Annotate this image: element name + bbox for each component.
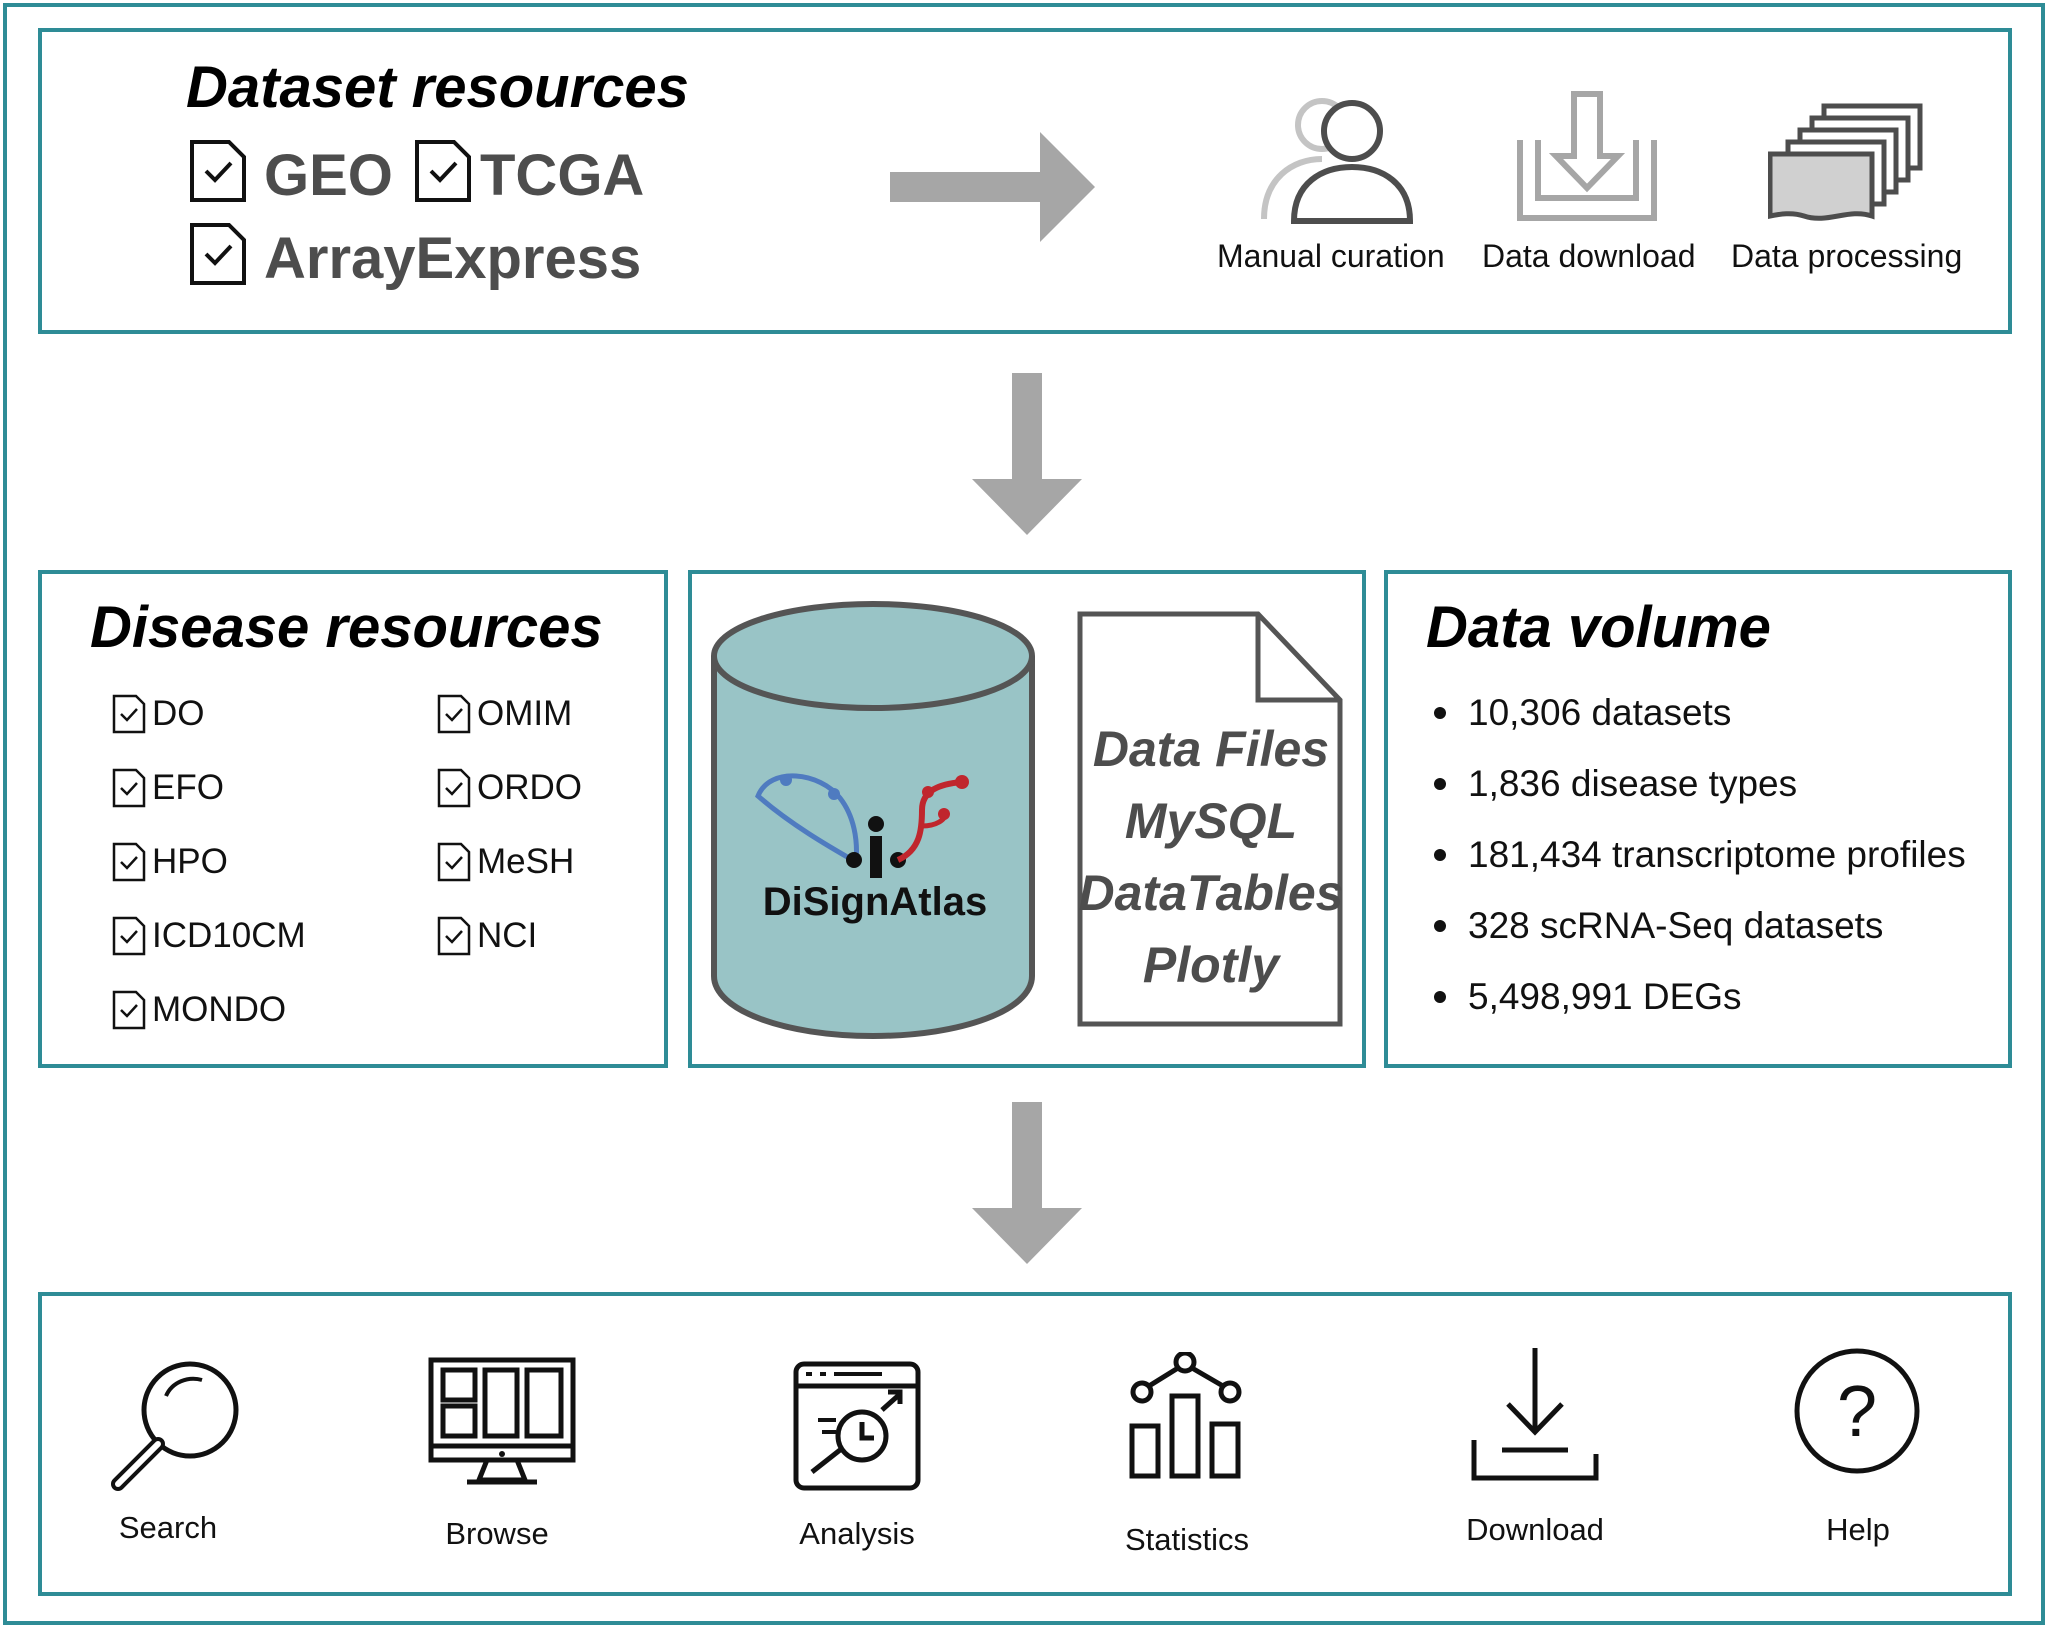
down-arrow-icon	[972, 373, 1082, 535]
data-volume-item: 10,306 datasets	[1434, 692, 1731, 734]
disease-resource-item: ICD10CM	[112, 916, 306, 956]
feature-search[interactable]: Search	[118, 1510, 218, 1545]
bullet-icon	[1434, 920, 1446, 932]
source-tcga: TCGA	[480, 143, 645, 208]
check-doc-icon	[437, 916, 471, 956]
data-volume-label: 181,434 transcriptome profiles	[1468, 834, 1966, 875]
check-doc-icon	[112, 916, 146, 956]
database-panel: DiSignAtlas Data Files MySQL DataTables …	[688, 570, 1366, 1068]
magnifier-icon[interactable]	[104, 1356, 244, 1496]
stacked-files-icon	[1768, 102, 1928, 222]
data-volume-item: 181,434 transcriptome profiles	[1434, 834, 1966, 876]
disease-resource-item: NCI	[437, 916, 537, 956]
disease-resources-panel: Disease resources DO EFO HPO ICD10CM MONDO OM…	[38, 570, 668, 1068]
data-volume-label: 1,836 disease types	[1468, 763, 1798, 804]
feature-download[interactable]: Download	[1466, 1512, 1604, 1547]
disignatlas-logo-icon	[750, 754, 1000, 894]
check-doc-icon	[112, 990, 146, 1030]
check-doc-icon	[112, 694, 146, 734]
disease-resource-label: ICD10CM	[152, 916, 306, 955]
disease-resource-label: EFO	[152, 768, 224, 807]
data-volume-panel: Data volume 10,306 datasets 1,836 disease…	[1384, 570, 2012, 1068]
disease-resource-item: MONDO	[112, 990, 286, 1030]
step-manual-curation: Manual curation	[1217, 238, 1445, 274]
disease-resource-item: HPO	[112, 842, 228, 882]
feature-help[interactable]: Help	[1826, 1512, 1890, 1547]
data-volume-item: 328 scRNA-Seq datasets	[1434, 905, 1883, 947]
disease-resource-item: MeSH	[437, 842, 574, 882]
doc-line-data-files: Data Files	[1092, 721, 1330, 777]
disease-resource-label: MeSH	[477, 842, 575, 881]
check-doc-icon	[189, 139, 247, 203]
tray-download-icon	[1516, 90, 1658, 222]
disease-resource-item: ORDO	[437, 768, 582, 808]
monitor-grid-icon[interactable]	[427, 1356, 577, 1496]
disease-resource-label: HPO	[152, 842, 228, 881]
user-icon	[1252, 87, 1422, 227]
step-data-processing: Data processing	[1731, 238, 1963, 274]
check-doc-icon	[437, 768, 471, 808]
step-data-download: Data download	[1482, 238, 1696, 274]
dataset-resources-title: Dataset resources	[186, 55, 689, 120]
check-doc-icon	[112, 768, 146, 808]
source-geo: GEO	[264, 143, 393, 208]
outer-frame	[3, 3, 2045, 1625]
check-doc-icon	[437, 694, 471, 734]
feature-analysis[interactable]: Analysis	[799, 1516, 915, 1551]
right-arrow-icon	[890, 132, 1095, 242]
bullet-icon	[1434, 849, 1446, 861]
bullet-icon	[1434, 707, 1446, 719]
disease-resource-item: OMIM	[437, 694, 572, 734]
doc-line-mysql: MySQL	[1124, 793, 1298, 849]
feature-browse[interactable]: Browse	[445, 1516, 549, 1551]
data-volume-label: 328 scRNA-Seq datasets	[1468, 905, 1884, 946]
svg-text:?: ?	[1837, 1372, 1877, 1452]
disease-resource-label: MONDO	[152, 990, 287, 1029]
check-doc-icon	[112, 842, 146, 882]
down-arrow-icon	[972, 1102, 1082, 1264]
data-volume-label: 5,498,991 DEGs	[1468, 976, 1742, 1017]
feature-statistics[interactable]: Statistics	[1124, 1522, 1250, 1557]
check-doc-icon	[414, 139, 472, 203]
bullet-icon	[1434, 778, 1446, 790]
data-volume-item: 5,498,991 DEGs	[1434, 976, 1742, 1018]
disease-resource-label: OMIM	[477, 694, 573, 733]
analysis-window-icon[interactable]	[792, 1360, 922, 1492]
help-circle-icon[interactable]: ?	[1792, 1346, 1922, 1476]
dataset-resources-panel: Dataset resources GEO TCGA ArrayExpress …	[38, 28, 2012, 334]
disease-resources-title: Disease resources	[90, 595, 603, 660]
features-panel: Search Browse Analysis	[38, 1292, 2012, 1596]
doc-line-plotly: Plotly	[1142, 937, 1280, 993]
check-doc-icon	[437, 842, 471, 882]
disease-resource-label: DO	[152, 694, 205, 733]
bullet-icon	[1434, 991, 1446, 1003]
check-doc-icon	[189, 222, 247, 286]
data-volume-item: 1,836 disease types	[1434, 763, 1797, 805]
disignatlas-logo-text: DiSignAtlas	[762, 880, 988, 924]
disease-resource-item: DO	[112, 694, 205, 734]
download-icon[interactable]	[1468, 1344, 1602, 1484]
source-arrayexpress: ArrayExpress	[264, 226, 642, 291]
data-volume-title: Data volume	[1426, 595, 1771, 660]
bar-chart-icon[interactable]	[1122, 1352, 1252, 1482]
document-icon	[1076, 610, 1346, 1030]
data-volume-label: 10,306 datasets	[1468, 692, 1732, 733]
disease-resource-label: ORDO	[477, 768, 582, 807]
disease-resource-label: NCI	[477, 916, 538, 955]
doc-line-datatables: DataTables	[1078, 865, 1344, 921]
disease-resource-item: EFO	[112, 768, 224, 808]
